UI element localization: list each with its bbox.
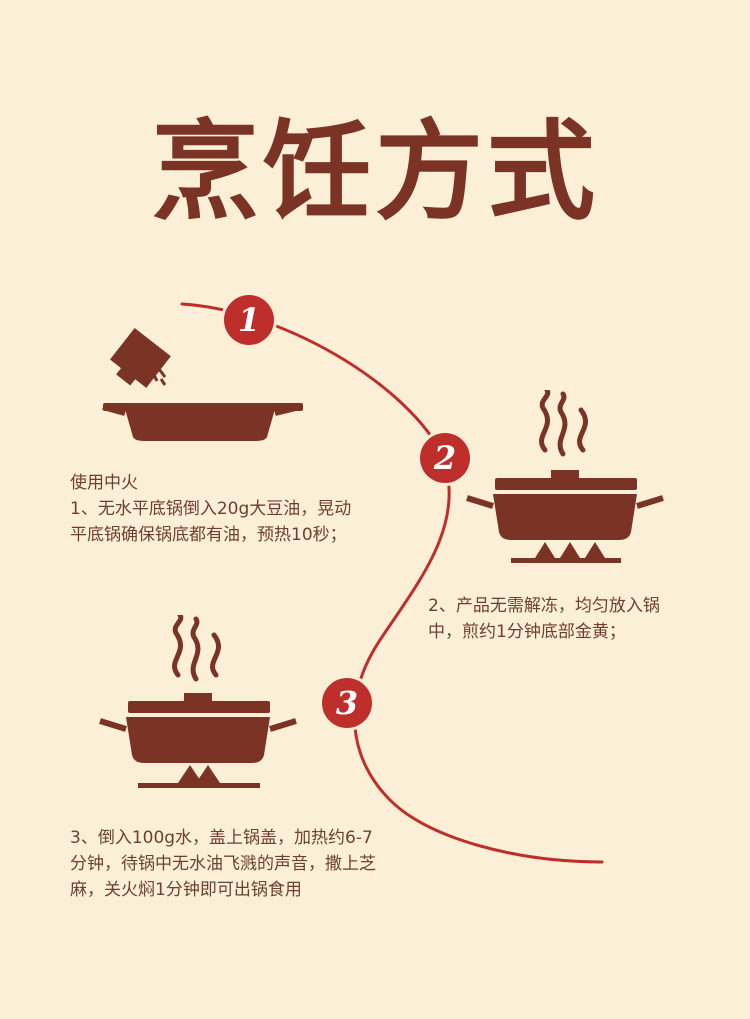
step-2-text: 2、产品无需解冻，均匀放入锅 中，煎约1分钟底部金黄； [428, 593, 660, 645]
oil-bottle-pan-icon [102, 327, 303, 441]
step-1-line: 使用中火 [70, 473, 138, 493]
step-3-line: 分钟，待锅中无水油飞溅的声音，撒上芝 [70, 854, 376, 874]
covered-pan-flame-icon [466, 390, 664, 563]
page-title: 烹饪方式 [150, 109, 599, 235]
step-3-badge: 3 [322, 678, 372, 728]
step-2-line: 2、产品无需解冻，均匀放入锅 [428, 596, 660, 616]
step-1-badge: 1 [224, 295, 274, 345]
step-3-line: 麻，关火焖1分钟即可出锅食用 [70, 880, 302, 900]
step-3-text: 3、倒入100g水，盖上锅盖，加热约6-7 分钟，待锅中无水油飞溅的声音，撒上芝… [70, 825, 376, 903]
step-3-line: 3、倒入100g水，盖上锅盖，加热约6-7 [70, 828, 373, 848]
step-1-line: 平底锅确保锅底都有油，预热10秒； [70, 525, 347, 545]
step-1-line: 1、无水平底锅倒入20g大豆油，晃动 [70, 499, 352, 519]
step-2-line: 中，煎约1分钟底部金黄； [428, 622, 626, 642]
step-2-badge: 2 [420, 433, 470, 483]
step-1-text: 使用中火 1、无水平底锅倒入20g大豆油，晃动 平底锅确保锅底都有油，预热10秒… [70, 470, 351, 548]
covered-pan-flame-icon [99, 615, 297, 788]
